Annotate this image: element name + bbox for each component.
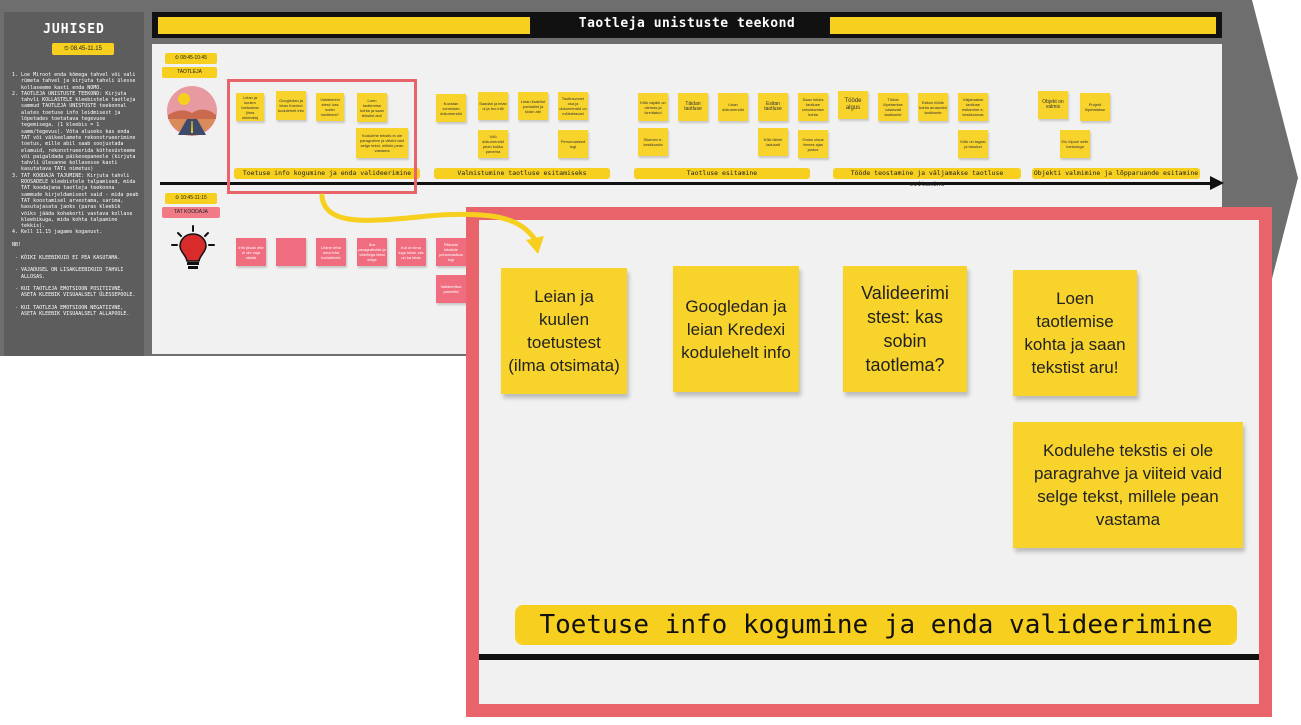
- sticky-note[interactable]: Objekt on valmis: [1038, 91, 1068, 119]
- zoom-phase-label: Toetuse info kogumine ja enda valideerim…: [515, 605, 1237, 645]
- sticky-note[interactable]: Tööde lõpetamise vastavalt taotlusele: [878, 93, 908, 121]
- phase-label: Valmistumine taotluse esitamiseks: [434, 168, 610, 179]
- pink-sticky-note[interactable]: Lihtne teha oma infot kodulehele: [316, 238, 346, 266]
- sticky-note[interactable]: Ootus otsus ilmnes ajas jaotus: [798, 130, 828, 158]
- sticky-note[interactable]: Leian lisainfot portaalist ja küsin abi: [518, 92, 548, 120]
- sticky-note[interactable]: Leian ja kuulen toetustest (ilma otsimat…: [236, 93, 264, 121]
- grantor-time-badge: ⏲ 10:45-11:15: [165, 193, 217, 204]
- sticky-note[interactable]: Kõik on tagasi ja tasutud: [958, 130, 988, 158]
- zoom-sticky-note[interactable]: Googledan ja leian Kredexi kodulehelt in…: [673, 266, 799, 392]
- zoom-sticky-note[interactable]: Leian ja kuulen toetustest (ilma otsimat…: [501, 268, 627, 394]
- sticky-note[interactable]: Taotlusvormi osa ja dokumendid on mõiste…: [558, 92, 588, 120]
- sticky-note[interactable]: Tööde algus: [838, 91, 868, 119]
- zoom-sticky-note[interactable]: Loen taotlemise kohta ja saan tekstist a…: [1013, 270, 1137, 396]
- sticky-note[interactable]: Kodulehe tekstis ei ole paragrahve ja vi…: [356, 128, 408, 158]
- phase-label: Taotluse esitamine: [634, 168, 810, 179]
- sticky-note[interactable]: Kõik läheb ladusalt: [758, 128, 788, 156]
- sticky-note[interactable]: Sisenen e-keskkonda: [638, 128, 668, 156]
- header-yellow-bar-left: [158, 17, 530, 34]
- sticky-note[interactable]: Esitan taotluse: [758, 93, 788, 121]
- sticky-note[interactable]: Elu lõpuni selle toetusega: [1060, 130, 1090, 158]
- instructions-body: 1. Loe Miroot enda kõmega tahvel või val…: [12, 72, 139, 318]
- sticky-note[interactable]: Personaalsed tugi: [558, 130, 588, 158]
- timeline-arrowhead: [1210, 176, 1224, 190]
- zoom-timeline-axis: [479, 654, 1259, 660]
- sticky-note[interactable]: Valideerimi stest: kas sobin taotlema?: [316, 93, 344, 121]
- sticky-note[interactable]: Täidan taotluse: [678, 93, 708, 121]
- highlight-frame: [227, 79, 417, 194]
- sticky-note[interactable]: Kõik vajalik on olemas ja kinnitatud: [638, 93, 668, 121]
- sticky-note[interactable]: Väljamakse taotluse esitamine e-keskkonn…: [958, 93, 988, 121]
- timeline-axis: [160, 182, 1212, 185]
- applicant-lane-label: TAOTLEJA: [162, 67, 217, 78]
- sticky-note[interactable]: Projekt lõpetatakse: [1080, 93, 1110, 121]
- instructions-title: JUHISED: [43, 22, 105, 37]
- zoom-sticky-note[interactable]: Kodulehe tekstis ei ole paragrahve ja vi…: [1013, 422, 1243, 548]
- pink-sticky-note[interactable]: Valideeritud paneelid: [436, 275, 466, 303]
- sticky-note[interactable]: Saadan ja leian oi ja teo infit: [478, 92, 508, 120]
- pink-sticky-note[interactable]: Pikkade tekstide personaalsus tugi: [436, 238, 466, 266]
- pink-sticky-note[interactable]: Info jõuab ette ei ole vaja otsida: [236, 238, 266, 266]
- zoom-detail-panel: Leian ja kuulen toetustest (ilma otsimat…: [466, 207, 1272, 717]
- page-title: Taotleja unistuste teekond: [578, 16, 796, 31]
- phase-label: Tööde teostamine ja väljamakse taotluse …: [833, 168, 1021, 188]
- sticky-note[interactable]: Googledan ja leian Kredexi kodulehelt in…: [276, 91, 306, 120]
- sticky-note[interactable]: Saan infoks taotluse rahuldamise kohta: [798, 93, 828, 121]
- phase-label: Objekti valmimine ja lõpparuande esitami…: [1032, 168, 1200, 179]
- sticky-note[interactable]: Koostan vormistan dokumendid: [436, 94, 466, 122]
- pink-sticky-note[interactable]: [276, 238, 306, 266]
- board-header: Taotleja unistuste teekond: [152, 12, 1222, 38]
- grantor-lane-label: TAT KOODAJA: [162, 207, 220, 218]
- instructions-time-badge: ⏲ 08.45-11.15: [52, 43, 114, 55]
- phase-label: Toetuse info kogumine ja enda valideerim…: [234, 168, 420, 179]
- applicant-time-badge: ⏲ 08:45-10:45: [165, 53, 217, 64]
- sticky-note[interactable]: Loen taotlemise kohta ja saan tekstist a…: [357, 93, 387, 122]
- sticky-note[interactable]: Lisan dokumendid: [718, 93, 748, 121]
- instructions-panel: JUHISED ⏲ 08.45-11.15 1. Loe Miroot enda…: [4, 12, 144, 356]
- zoom-sticky-note[interactable]: Valideerimi stest: kas sobin taotlema?: [843, 266, 967, 392]
- lightbulb-icon: [171, 225, 215, 269]
- pink-sticky-note[interactable]: Kui on ilma lugu tekst, siis on ka leida: [396, 238, 426, 266]
- sticky-note[interactable]: Vöö dokumendid pean kokku panema: [478, 130, 508, 158]
- header-yellow-bar-right: [830, 17, 1216, 34]
- pink-sticky-note[interactable]: Ära paragrahvide ja viidetega tekst selg…: [357, 238, 387, 266]
- sticky-note[interactable]: Esitan tööde kohta aruanded taotlusele: [918, 93, 948, 121]
- road-sunset-icon: [167, 86, 217, 136]
